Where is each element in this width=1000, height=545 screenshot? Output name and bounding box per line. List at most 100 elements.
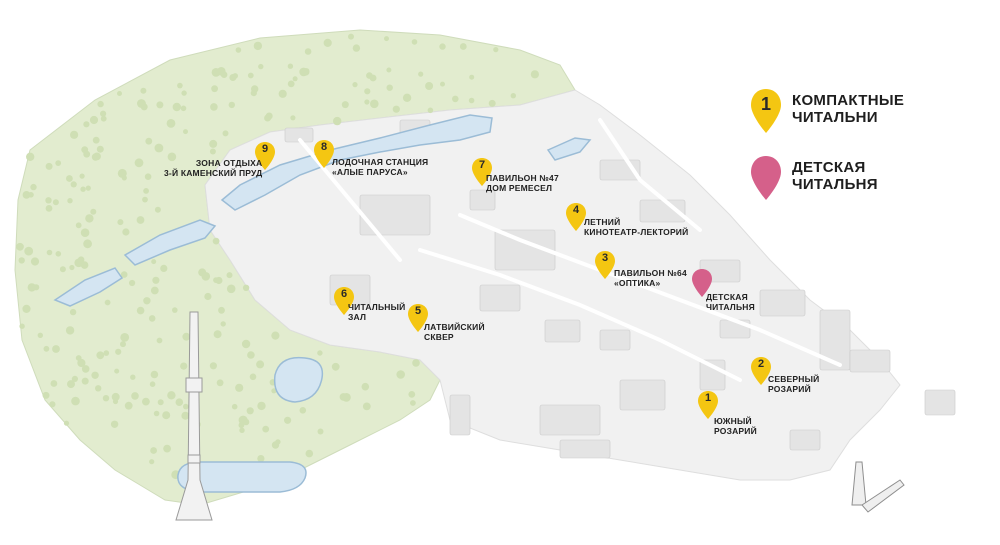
tree: [92, 136, 100, 144]
building: [849, 349, 891, 373]
tree: [292, 76, 298, 82]
tree: [80, 186, 86, 192]
tree: [143, 188, 150, 194]
tree: [97, 100, 104, 108]
tree: [167, 152, 177, 162]
tree: [331, 362, 340, 371]
yellow-pin-icon: [255, 142, 275, 170]
map-pin-4[interactable]: 4: [565, 202, 587, 232]
tree: [153, 410, 160, 417]
tree: [362, 402, 371, 411]
tree: [386, 67, 392, 73]
tv-tower: [175, 311, 213, 521]
tree: [396, 370, 406, 379]
tree: [52, 199, 59, 206]
map-pin-5[interactable]: 5: [407, 303, 429, 333]
tree: [183, 403, 189, 410]
map-pin-1[interactable]: 1: [697, 390, 719, 420]
tree: [271, 331, 280, 340]
tree: [246, 407, 254, 415]
tree: [33, 284, 40, 291]
tree: [66, 175, 73, 182]
map-label-line: ЗОНА ОТДЫХА: [195, 158, 263, 168]
map-label-line: СЕВЕРНЫЙ: [768, 374, 820, 384]
tree: [63, 420, 70, 426]
legend-kids-line1: ДЕТСКАЯ: [792, 159, 866, 176]
yellow-pin-icon: [595, 251, 615, 279]
tree: [95, 385, 102, 392]
tree: [287, 80, 295, 88]
tree: [352, 44, 361, 52]
tree: [226, 272, 233, 279]
map-label-8: ЛОДОЧНАЯ СТАНЦИЯ«АЛЫЕ ПАРУСА»: [332, 157, 428, 177]
tree: [459, 43, 467, 50]
tree: [30, 183, 37, 191]
tree: [80, 261, 89, 269]
tree: [212, 237, 220, 245]
tree: [287, 63, 294, 69]
tree: [162, 411, 171, 420]
map-label-line: «АЛЫЕ ПАРУСА»: [332, 167, 408, 177]
pond-top-right: [546, 137, 592, 161]
tree: [242, 284, 250, 291]
tree: [229, 74, 237, 81]
tree: [102, 395, 110, 402]
tree: [134, 158, 144, 168]
tree: [81, 365, 90, 373]
tree: [151, 259, 157, 265]
building: [359, 194, 431, 236]
tree: [440, 81, 445, 87]
tree: [172, 102, 181, 112]
map-pin-number: 3: [601, 252, 609, 264]
tree: [91, 153, 100, 161]
building: [619, 379, 666, 411]
building: [449, 394, 471, 436]
tree: [201, 272, 211, 281]
tree: [163, 444, 172, 453]
tree: [410, 400, 416, 406]
map-pin-number: 1: [704, 392, 712, 404]
tree: [317, 428, 324, 435]
legend-compact-line2: ЧИТАЛЬНИ: [792, 109, 878, 126]
yellow-pin-icon: [408, 304, 428, 332]
yellow-pin-icon: [472, 158, 492, 186]
tree: [215, 276, 223, 285]
building: [544, 319, 581, 343]
map-pin-3[interactable]: 3: [594, 250, 616, 280]
tree: [177, 82, 183, 89]
building: [599, 329, 631, 351]
tree: [45, 197, 52, 204]
exhibition-grounds: [204, 89, 901, 481]
map-pin-8[interactable]: 8: [313, 139, 335, 169]
tree: [19, 323, 25, 329]
tree: [275, 439, 281, 445]
tree: [136, 306, 145, 315]
tree: [30, 257, 40, 266]
tree: [257, 401, 266, 411]
tree: [238, 415, 248, 425]
tree: [90, 208, 97, 215]
map-label-line: ЧИТАЛЬНЯ: [706, 302, 755, 312]
map-pin-number: 6: [340, 288, 348, 300]
yellow-pin-icon: [751, 357, 771, 385]
tree: [303, 68, 310, 74]
map-pin-2[interactable]: 2: [750, 356, 772, 386]
map-label-line: ЛАТВИЙСКИЙ: [424, 322, 485, 332]
tree: [339, 393, 348, 401]
map-pin-6[interactable]: 6: [333, 286, 355, 316]
map-pin-7[interactable]: 7: [471, 157, 493, 187]
tree: [348, 33, 354, 40]
tree: [148, 315, 156, 322]
tree: [333, 116, 342, 126]
tree: [256, 360, 265, 369]
tree: [278, 89, 287, 98]
tree: [65, 326, 75, 335]
trees: [16, 33, 540, 487]
tree: [157, 146, 164, 152]
map-pin-9[interactable]: 9: [254, 141, 276, 171]
tree: [364, 88, 371, 95]
legend-compact-number: 1: [760, 94, 771, 114]
map-pin-kids[interactable]: [691, 268, 713, 298]
tree: [96, 145, 104, 153]
